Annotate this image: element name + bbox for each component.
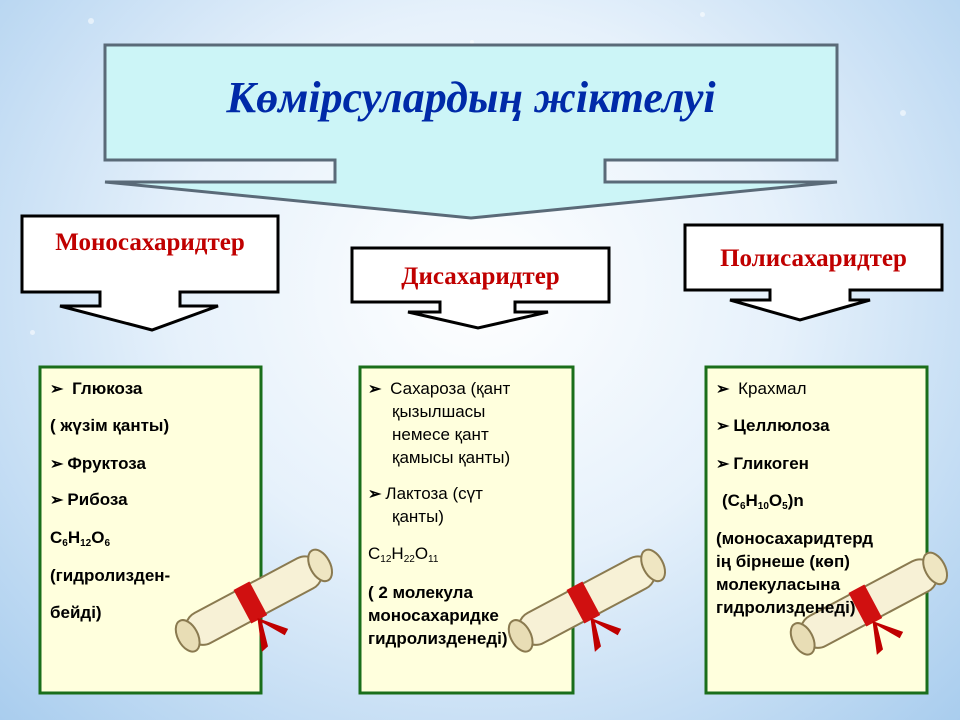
diploma-scroll-icon [507,548,667,653]
arrow-bullet-icon: ➢ [716,381,730,398]
list-item-note: ( жүзім қанты) [50,416,170,435]
formula-note: гидролизденеді) [368,629,508,648]
sparkle [30,330,35,335]
arrow-bullet-icon: ➢ [716,418,730,435]
list-item-text: қанты) [392,507,444,526]
formula-note: бейді) [50,603,102,622]
diploma-scroll-icon [174,548,334,653]
category-poly-label: Полисахаридтер [720,245,907,272]
sparkle [470,40,474,44]
formula: (C6H10O5)n [722,491,804,512]
category-mono-label: Моносахаридтер [55,229,245,256]
formula: C12H22O11 [368,544,439,565]
formula-note: ( 2 молекула [368,583,473,602]
category-di-label: Дисахаридтер [401,263,560,290]
sparkle [88,18,94,24]
list-item: ➢ Крахмал [716,379,807,398]
list-item: ➢Лактоза (сүт [368,484,483,503]
list-item-text: немесе қант [392,425,489,444]
formula-note: ің бірнеше (көп) [716,552,850,571]
arrow-bullet-icon: ➢ [716,456,730,473]
formula-note: моносахаридке [368,606,499,625]
mono-list-box [38,365,263,695]
arrow-bullet-icon: ➢ [368,381,382,398]
poly-callout [683,223,944,322]
arrow-bullet-icon: ➢ [50,456,64,473]
list-item: ➢Гликоген [716,454,809,473]
mono-callout [20,214,280,332]
sparkle [900,110,906,116]
list-item: ➢Фруктоза [50,454,146,473]
formula-note: гидролизденеді) [716,598,856,617]
title-callout [103,43,839,220]
list-item: ➢ Сахароза (қант [368,379,511,398]
arrow-bullet-icon: ➢ [50,381,64,398]
list-item: ➢ Глюкоза [50,379,143,398]
poly-list: ➢ Крахмал ➢Целлюлоза ➢Гликоген (C6H10O5)… [716,378,922,678]
formula-note: (моносахаридтерд [716,529,874,548]
mono-list: ➢ Глюкоза ( жүзім қанты) ➢Фруктоза ➢Рибо… [50,378,256,678]
formula-note: молекуласына [716,575,841,594]
list-item: ➢Целлюлоза [716,416,830,435]
di-list: ➢ Сахароза (қант қызылшасы немесе қант қ… [368,378,568,688]
sparkle [700,12,705,17]
di-callout [350,246,611,330]
formula-note: (гидролизден- [50,566,171,585]
arrow-bullet-icon: ➢ [50,492,64,509]
formula: C6H12O6 [50,528,111,549]
list-item: ➢Рибоза [50,490,128,509]
page-title: Көмірсулардың жіктелуі [226,73,716,122]
diploma-scroll-icon [789,551,949,656]
list-item-text: қызылшасы [392,402,486,421]
list-item-text: қамысы қанты) [392,448,511,467]
arrow-bullet-icon: ➢ [368,486,382,503]
